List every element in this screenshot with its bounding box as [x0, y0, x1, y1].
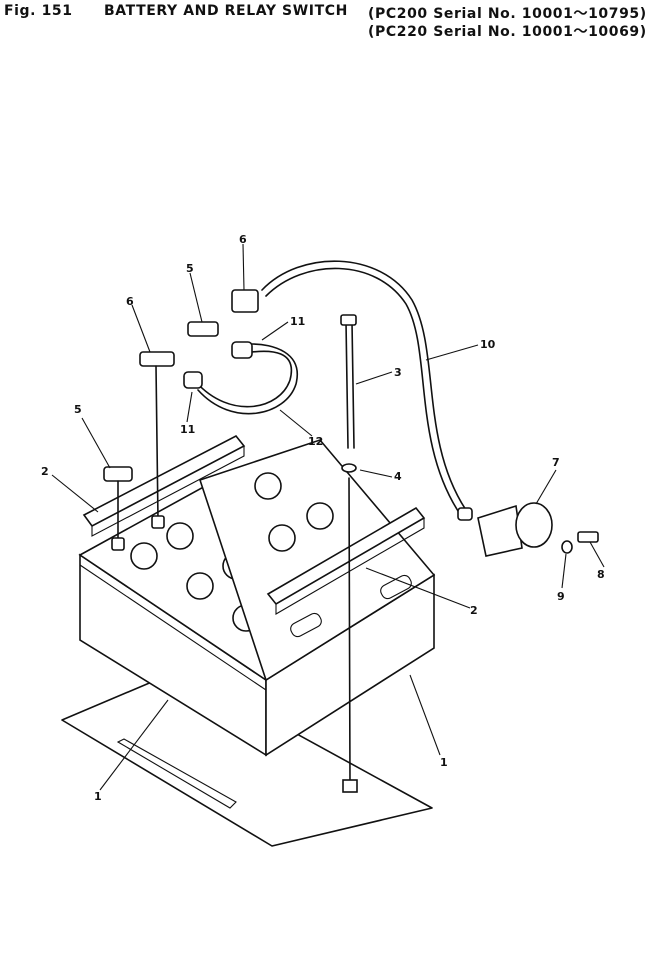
callout-3: 3	[394, 366, 402, 379]
terminal-cable-end	[231, 289, 259, 313]
callout-6-top: 6	[239, 233, 247, 246]
lock-washer	[561, 540, 573, 554]
callout-11-bottom: 11	[180, 423, 195, 436]
callout-4: 4	[394, 470, 402, 483]
callout-1-left: 1	[94, 790, 102, 803]
figure-title: BATTERY AND RELAY SWITCH	[104, 3, 348, 19]
battery-relay	[477, 502, 553, 557]
leader-lines	[51, 243, 605, 791]
terminal-clamp-mid	[139, 351, 175, 529]
callout-5-left: 5	[74, 403, 82, 416]
hold-down-bar-left	[82, 434, 246, 537]
callout-1-right: 1	[440, 756, 448, 769]
callout-6-left: 6	[126, 295, 134, 308]
callout-5-top: 5	[186, 262, 194, 275]
serial-range-pc200: (PC200 Serial No. 10001～10795)	[368, 6, 647, 22]
callout-8: 8	[597, 568, 605, 581]
j-bolt	[340, 314, 358, 793]
terminal-clamp-left	[103, 466, 133, 551]
serial-range-pc220: (PC220 Serial No. 10001～10069)	[368, 24, 647, 40]
terminal-clamp-top	[187, 321, 219, 337]
callout-12: 12	[308, 435, 323, 448]
mounting-bolt	[577, 531, 599, 543]
callout-10: 10	[480, 338, 496, 351]
callout-2-left: 2	[41, 465, 49, 478]
short-cable	[183, 341, 299, 415]
callout-7: 7	[552, 456, 560, 469]
floor-plate	[61, 669, 433, 847]
long-cable	[261, 260, 473, 521]
callout-11-top: 11	[290, 315, 305, 328]
callout-2-right: 2	[470, 604, 478, 617]
figure-number: Fig. 151	[4, 3, 73, 19]
callout-9: 9	[557, 590, 565, 603]
